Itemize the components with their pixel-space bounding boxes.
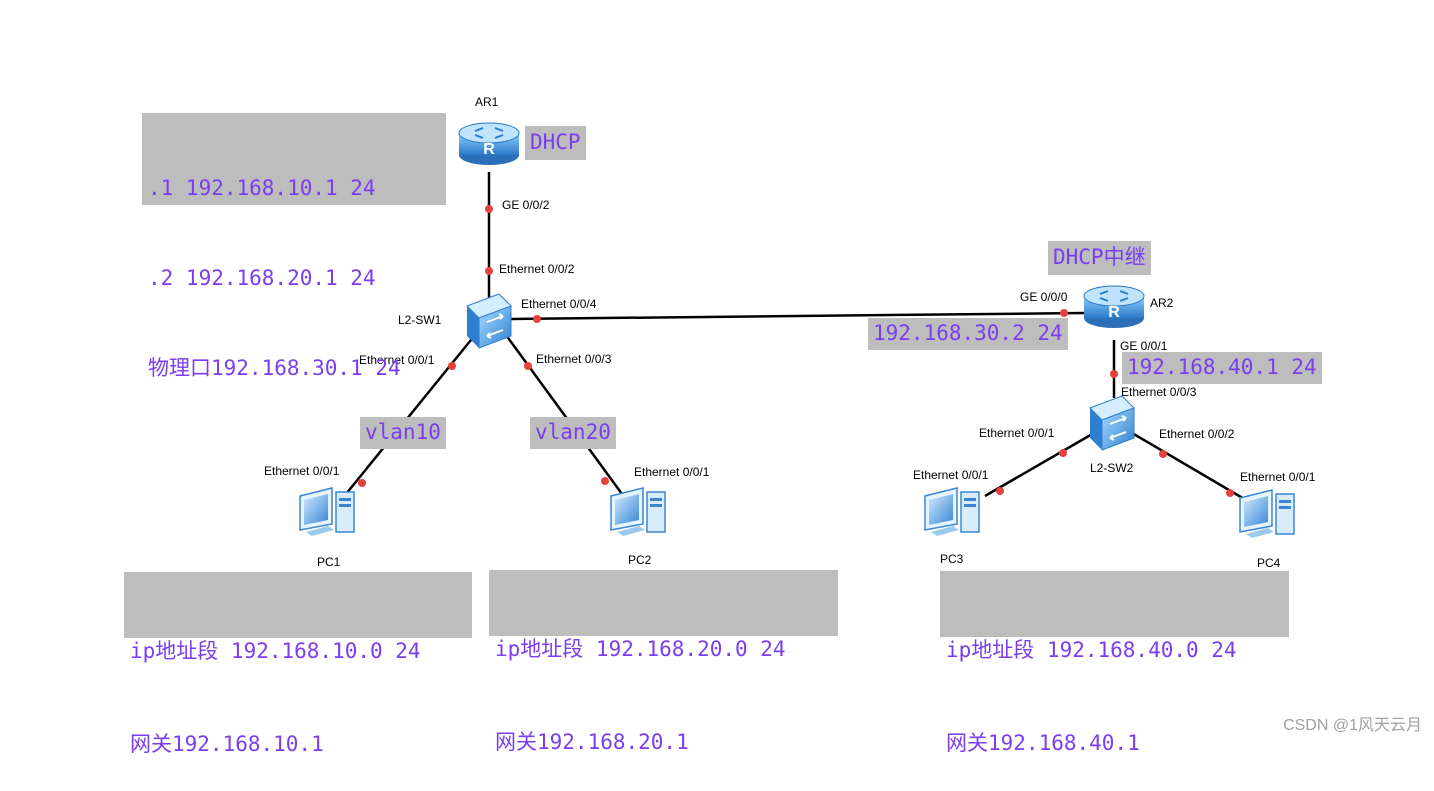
port-dot bbox=[524, 362, 532, 370]
pc-icon bbox=[924, 487, 980, 537]
port-label: Ethernet 0/0/4 bbox=[521, 297, 597, 311]
vlan20-tag: vlan20 bbox=[530, 417, 616, 449]
links bbox=[345, 172, 1247, 502]
ar2-role-tag: DHCP中继 bbox=[1048, 241, 1151, 275]
port-dot bbox=[601, 477, 609, 485]
port-label: Ethernet 0/0/2 bbox=[499, 262, 575, 276]
pc2-info-note: ip地址段 192.168.20.0 24 网关192.168.20.1 bbox=[489, 570, 838, 754]
watermark: CSDN @1风天云月 bbox=[1283, 717, 1422, 734]
router-icon bbox=[458, 122, 520, 166]
port-label: Ethernet 0/0/1 bbox=[1240, 470, 1316, 484]
device-label-ar2: AR2 bbox=[1150, 296, 1174, 310]
port-dot bbox=[1226, 489, 1234, 497]
port-label: Ethernet 0/0/1 bbox=[979, 426, 1055, 440]
router-ar1[interactable] bbox=[458, 122, 520, 166]
link-sw1-pc2 bbox=[504, 334, 624, 495]
port-dot bbox=[448, 362, 456, 370]
device-label-sw1: L2-SW1 bbox=[398, 313, 442, 327]
pc-pc3[interactable] bbox=[924, 487, 980, 537]
switch-icon bbox=[1089, 395, 1135, 451]
port-label: Ethernet 0/0/1 bbox=[359, 353, 435, 367]
pc34-info-line: 网关192.168.40.1 bbox=[946, 731, 1140, 755]
ar1-role-tag: DHCP bbox=[525, 126, 586, 160]
device-label-pc3: PC3 bbox=[940, 552, 964, 566]
port-dot bbox=[1059, 449, 1067, 457]
port-dot bbox=[1110, 370, 1118, 378]
port-dot bbox=[485, 267, 493, 275]
pc34-info-line: ip地址段 192.168.40.0 24 bbox=[946, 638, 1237, 662]
port-dot bbox=[996, 487, 1004, 495]
port-label: GE 0/0/2 bbox=[502, 198, 550, 212]
link-sw2-pc4 bbox=[1131, 431, 1247, 502]
switch-icon bbox=[466, 293, 512, 349]
port-label: Ethernet 0/0/2 bbox=[1159, 427, 1235, 441]
switch-sw1[interactable] bbox=[466, 293, 512, 349]
port-dots bbox=[358, 205, 1234, 497]
port-label: GE 0/0/1 bbox=[1120, 339, 1168, 353]
device-label-pc1: PC1 bbox=[317, 555, 341, 569]
ar1-config-note: .1 192.168.10.1 24 .2 192.168.20.1 24 物理… bbox=[142, 113, 446, 380]
port-dot bbox=[485, 205, 493, 213]
router-icon bbox=[1083, 285, 1145, 329]
pc-icon bbox=[610, 487, 666, 537]
port-label: Ethernet 0/0/1 bbox=[913, 468, 989, 482]
port-label: Ethernet 0/0/1 bbox=[634, 465, 710, 479]
pc1-info-note: ip地址段 192.168.10.0 24 网关192.168.10.1 bbox=[124, 572, 472, 756]
pc1-info-line: 网关192.168.10.1 bbox=[130, 732, 324, 756]
pc2-info-line: ip地址段 192.168.20.0 24 bbox=[495, 637, 786, 661]
switch-sw2[interactable] bbox=[1089, 395, 1135, 451]
port-dot bbox=[533, 315, 541, 323]
device-label-pc2: PC2 bbox=[628, 553, 652, 567]
pc-icon bbox=[299, 487, 355, 537]
ar1-config-line: .2 192.168.20.1 24 bbox=[148, 266, 376, 290]
device-label-sw2: L2-SW2 bbox=[1090, 461, 1134, 475]
vlan10-tag: vlan10 bbox=[360, 417, 446, 449]
port-label: Ethernet 0/0/3 bbox=[1121, 385, 1197, 399]
ar1-config-line: .1 192.168.10.1 24 bbox=[148, 176, 376, 200]
port-dot bbox=[1060, 309, 1068, 317]
device-label-ar1: AR1 bbox=[475, 95, 499, 109]
topology-diagram: R bbox=[264, 95, 1316, 570]
pc-pc2[interactable] bbox=[610, 487, 666, 537]
pc-pc4[interactable] bbox=[1239, 489, 1295, 539]
device-label-pc4: PC4 bbox=[1257, 556, 1281, 570]
pc1-info-line: ip地址段 192.168.10.0 24 bbox=[130, 639, 421, 663]
ar1-config-line: 物理口192.168.30.1 24 bbox=[148, 356, 401, 380]
port-label: GE 0/0/0 bbox=[1020, 290, 1068, 304]
link-sw1-pc1 bbox=[345, 334, 476, 495]
port-dot bbox=[358, 479, 366, 487]
ar2-ge000-ip-tag: 192.168.30.2 24 bbox=[868, 318, 1068, 350]
pc-pc1[interactable] bbox=[299, 487, 355, 537]
pc-icon bbox=[1239, 489, 1295, 539]
link-sw1-ar2 bbox=[509, 311, 1086, 321]
port-dot bbox=[1159, 450, 1167, 458]
pc34-info-note: ip地址段 192.168.40.0 24 网关192.168.40.1 bbox=[940, 571, 1289, 755]
port-label: Ethernet 0/0/1 bbox=[264, 464, 340, 478]
ar2-ge001-ip-tag: 192.168.40.1 24 bbox=[1122, 352, 1322, 384]
router-ar2[interactable] bbox=[1083, 285, 1145, 329]
port-label: Ethernet 0/0/3 bbox=[536, 352, 612, 366]
link-sw2-pc3 bbox=[984, 431, 1095, 498]
